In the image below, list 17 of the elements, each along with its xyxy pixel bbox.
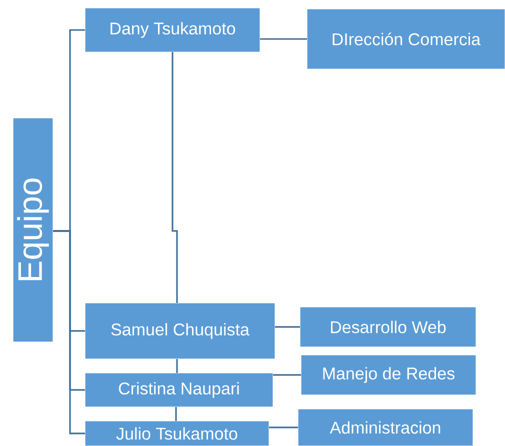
role-box: Manejo de Redes bbox=[300, 354, 476, 396]
role-box: DIrección Comercia bbox=[306, 8, 505, 70]
person-box: Julio Tsukamoto bbox=[84, 420, 270, 446]
connector-line bbox=[53, 230, 85, 434]
connector-line bbox=[269, 426, 298, 428]
person-box: Samuel Chuquista bbox=[84, 302, 276, 360]
role-box: Administracion bbox=[298, 408, 474, 446]
role-box: Desarrollo Web bbox=[300, 306, 476, 348]
connector-line bbox=[172, 52, 178, 303]
person-box: Dany Tsukamoto bbox=[84, 8, 260, 52]
connector-line bbox=[175, 406, 177, 421]
connector-line bbox=[176, 358, 178, 373]
connector-line bbox=[275, 326, 300, 328]
person-box: Cristina Naupari bbox=[84, 372, 274, 408]
connector-line bbox=[260, 38, 307, 40]
team-box: Equipo bbox=[12, 118, 54, 342]
connector-line bbox=[273, 374, 301, 376]
